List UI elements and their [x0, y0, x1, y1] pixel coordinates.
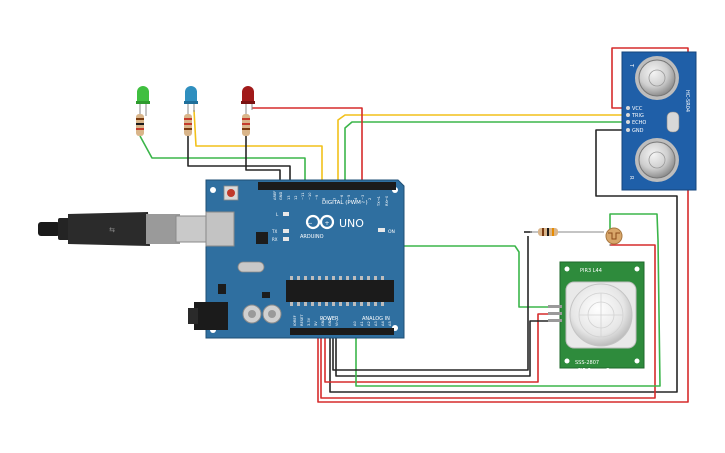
wire-green-led [139, 135, 306, 190]
resistor-red-led [242, 114, 250, 136]
svg-text:5V: 5V [314, 321, 318, 326]
tx-label: TX [271, 229, 277, 234]
wire-ldr-vcc [320, 244, 656, 399]
svg-text:GND: GND [328, 318, 332, 326]
ultrasonic-pins: VCC TRIG ECHO GND [626, 106, 646, 134]
pir-lens-icon [578, 292, 624, 338]
svg-text:TRIG: TRIG [631, 113, 644, 119]
svg-text:~6: ~6 [340, 194, 344, 200]
analog-label: ANALOG IN [362, 316, 390, 322]
wire-ldr-analog [355, 213, 661, 387]
rx-label: RX [272, 237, 278, 242]
on-label: ON [388, 229, 395, 235]
svg-text:A0: A0 [353, 321, 357, 326]
led-red[interactable] [241, 86, 255, 114]
wire-ultrasonic-echo [344, 121, 622, 190]
svg-text:GND: GND [279, 192, 283, 200]
svg-text:GND: GND [632, 128, 644, 134]
svg-text:13: 13 [287, 195, 291, 200]
svg-text:4: 4 [354, 197, 358, 200]
digital-pin-labels: AREF GND 13 12 ~11 ~10 ~9 8 7 ~6 ~5 4 ~3… [273, 191, 389, 207]
svg-text:TX→1: TX→1 [377, 196, 381, 207]
svg-text:A2: A2 [367, 321, 371, 326]
board-model-label: UNO [339, 217, 364, 230]
ultrasonic-left-mark: T [628, 63, 634, 68]
svg-text:RX←0: RX←0 [385, 195, 389, 206]
power-analog-header [290, 328, 394, 335]
resistor-green-led [136, 114, 144, 136]
usb-cable: ⇆ [38, 212, 213, 246]
photoresistor [605, 227, 623, 246]
pir-side-text: PIR Sensor B [578, 368, 610, 374]
chip-pins [290, 276, 384, 306]
power-analog-pin-labels: IOREF RESET 3.3V 5V GND GND Vin A0 A1 A2… [293, 314, 392, 326]
power-jack [194, 302, 228, 330]
svg-text:~11: ~11 [301, 192, 305, 200]
svg-text:−: − [307, 220, 312, 227]
board-usb-jack [205, 211, 235, 247]
ultrasonic-right-mark: R [628, 176, 634, 180]
svg-text:IOREF: IOREF [293, 315, 297, 326]
crystal-icon [237, 261, 265, 273]
power-label: POWER [320, 316, 339, 322]
pir-pins [548, 305, 562, 322]
resistor-blue-led [184, 114, 192, 136]
svg-text:2: 2 [368, 198, 372, 200]
arduino-uno-board: − + UNO ARDUINO DIGITAL (PWM~) ANALOG IN… [188, 179, 405, 339]
svg-text:~9: ~9 [315, 194, 319, 200]
ultrasonic-crystal-icon [666, 111, 680, 133]
led-green[interactable] [136, 86, 150, 116]
usb-chip [256, 232, 268, 244]
l-label: L [276, 212, 279, 217]
arduino-logo-icon [305, 214, 335, 230]
atmega-chip [286, 280, 394, 302]
svg-text:7: 7 [333, 198, 337, 200]
pir-top-text: PIR3 L44 [580, 268, 602, 274]
wire-pir-gnd [335, 320, 552, 377]
wire-ultrasonic-vcc [317, 47, 689, 403]
wire-ultrasonic-gnd [329, 129, 678, 393]
svg-text:~3: ~3 [361, 195, 365, 200]
led-blue[interactable] [184, 86, 198, 114]
svg-text:A3: A3 [374, 321, 378, 326]
wire-blue-led-signal [193, 109, 323, 190]
svg-text:RESET: RESET [300, 314, 304, 326]
svg-text:~5: ~5 [347, 195, 351, 200]
svg-text:8: 8 [322, 197, 326, 200]
digital-label: DIGITAL (PWM~) [322, 200, 368, 206]
svg-text:A4: A4 [381, 321, 385, 326]
mount-hole-icon [210, 187, 216, 193]
svg-text:A5: A5 [388, 321, 392, 326]
digital-header [258, 182, 396, 190]
ultrasonic-sensor: HC-SR04 T R VCC TRIG ECHO GND [621, 51, 697, 191]
wire-ultrasonic-trig [337, 114, 622, 190]
svg-text:12: 12 [294, 195, 298, 200]
pir-sensor: PIR3 L44 SSS-2807 PIR Sensor B [548, 261, 645, 374]
wire-pir-vcc [324, 313, 552, 383]
svg-text:ECHO: ECHO [632, 120, 646, 126]
svg-text:Vin: Vin [335, 320, 339, 326]
svg-text:~10: ~10 [308, 192, 312, 200]
usb-icon: ⇆ [109, 226, 115, 234]
svg-text:AREF: AREF [273, 191, 277, 200]
reset-button-icon [227, 189, 235, 197]
svg-text:A1: A1 [360, 321, 364, 326]
wire-red-led-signal [252, 107, 363, 190]
wires [139, 47, 689, 403]
svg-text:VCC: VCC [632, 106, 643, 112]
svg-text:+: + [324, 220, 329, 227]
svg-text:3.3V: 3.3V [307, 317, 311, 326]
wire-ldr-gnd-2 [332, 236, 529, 371]
ultrasonic-model-label: HC-SR04 [684, 90, 690, 112]
pir-bottom-text: SSS-2807 [575, 360, 599, 366]
board-brand-label: ARDUINO [300, 234, 324, 240]
svg-text:GND: GND [321, 318, 325, 326]
ldr-resistor [530, 228, 604, 236]
wire-blue-led-gnd [187, 136, 291, 190]
